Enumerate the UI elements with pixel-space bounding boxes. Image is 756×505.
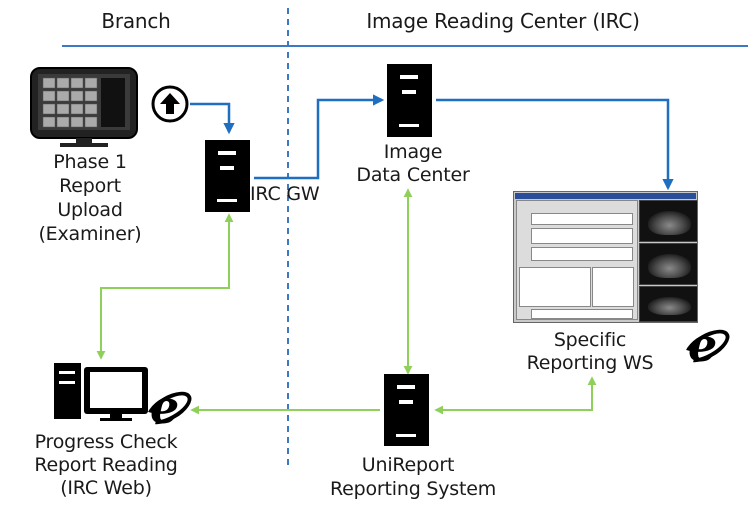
server-icon xyxy=(387,64,432,137)
upload-arrow-icon xyxy=(151,85,189,123)
ie-browser-icon: e xyxy=(688,318,718,372)
irc-header: Image Reading Center (IRC) xyxy=(366,9,640,33)
monitor-icon xyxy=(30,67,138,147)
workstation-icon xyxy=(513,191,698,323)
ie-browser-icon: e xyxy=(150,380,180,434)
server-icon xyxy=(384,374,429,446)
desktop-pc-icon xyxy=(54,363,148,421)
gw-label: IRC GW xyxy=(250,183,320,205)
arrow-progress-gw xyxy=(96,213,234,360)
branch-header: Branch xyxy=(101,9,171,33)
arrow-upload-to-gw xyxy=(190,102,235,135)
arrow-unireport-ws xyxy=(434,376,597,415)
server-icon xyxy=(205,140,250,212)
arrow-datacenter-to-ws xyxy=(436,98,674,191)
arrow-gw-to-datacenter xyxy=(254,94,385,180)
